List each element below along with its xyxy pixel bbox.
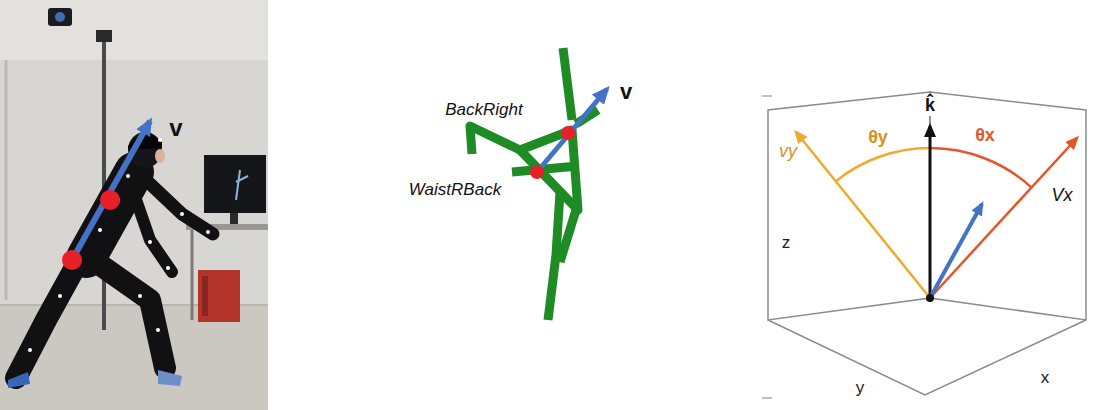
angle-vectors (796, 126, 1077, 302)
photo-scene (0, 0, 268, 410)
label-anchor: BackRight (484, 110, 561, 129)
label-anchor: θy (878, 138, 898, 158)
axis-label: x (1041, 369, 1050, 388)
label-anchor: z (786, 243, 795, 262)
label-anchor: k̂ (930, 106, 946, 126)
axis-label: z (782, 234, 791, 253)
vector-label: Vx (1051, 186, 1072, 206)
marker-name: WaistRBack (409, 181, 501, 200)
angle-label: θy (868, 128, 888, 148)
axis-vector-label: k̂ (922, 96, 938, 116)
label-anchor: Vx (1062, 196, 1083, 216)
label-anchor: vy (788, 152, 806, 172)
vector-label: vy (779, 142, 797, 162)
label-anchor: θx (985, 136, 1005, 156)
label-anchor: y (860, 388, 869, 407)
marker-name: BackRight (445, 101, 522, 120)
axes-box (762, 92, 1086, 398)
axis-label: y (856, 379, 865, 398)
vector-label: v (620, 80, 632, 104)
vector-label: v (169, 115, 182, 141)
label-anchor: v (626, 92, 638, 116)
angle-label: θx (975, 126, 995, 146)
label-anchor: WaistRBack (455, 190, 547, 209)
label-anchor: v (176, 128, 189, 154)
label-anchor: x (1045, 378, 1054, 397)
segment-vector (530, 89, 607, 179)
